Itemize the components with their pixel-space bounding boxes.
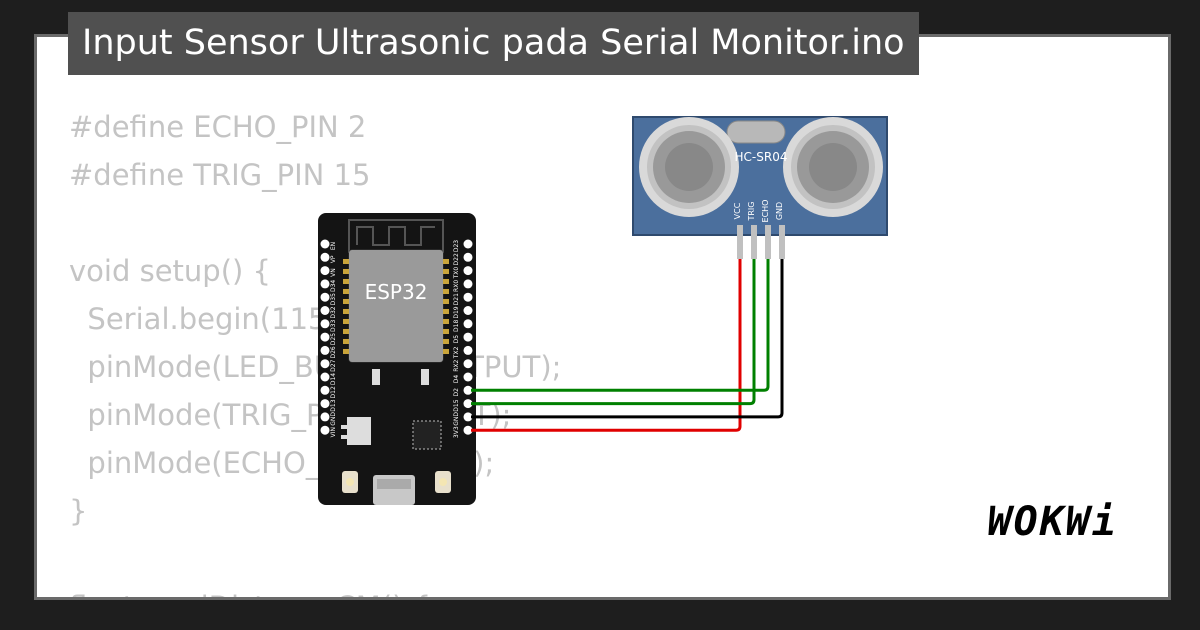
sensor-pin-label: VCC — [733, 202, 742, 219]
pin-3v3[interactable] — [463, 425, 473, 435]
wire-echo — [471, 259, 770, 392]
pin-label: D13 — [330, 399, 337, 411]
wire-trig — [471, 259, 756, 406]
circuit-diagram: ESP32 ENVPVND34D35D32D33D25D26D27D14D12D… — [318, 116, 888, 505]
pin-d35[interactable] — [320, 292, 330, 302]
pin-tx2[interactable] — [463, 345, 473, 355]
code-line: #define ECHO_PIN 2 — [69, 110, 367, 144]
pin-label: D14 — [330, 373, 337, 385]
pin-label: D32 — [330, 306, 337, 318]
pin-label: VP — [330, 255, 337, 263]
wire-gnd — [471, 259, 784, 419]
hc-sr04-sensor[interactable]: HC-SR04 VCC TRIG ECHO GND — [632, 116, 888, 259]
left-transducer — [639, 117, 739, 217]
wokwi-logo: WOKWi — [987, 499, 1118, 545]
pin-label: D12 — [330, 386, 337, 398]
sensor-label: HC-SR04 — [735, 150, 788, 164]
pin-d4[interactable] — [463, 372, 473, 382]
sensor-pin-label: GND — [775, 202, 784, 220]
pin-d26[interactable] — [320, 345, 330, 355]
chip-label: ESP32 — [365, 280, 428, 304]
pin-label: RX0 — [453, 280, 460, 292]
wire-vcc — [471, 259, 742, 432]
pin-label: D25 — [330, 333, 337, 345]
pin-gnd[interactable] — [463, 412, 473, 422]
pin-label: D23 — [453, 240, 460, 252]
pin-label: D19 — [453, 306, 460, 318]
pin-label: D27 — [330, 359, 337, 371]
pin-label: D33 — [330, 319, 337, 331]
pin-label: VN — [330, 268, 337, 277]
pin-d15[interactable] — [463, 399, 473, 409]
canvas: #define ECHO_PIN 2 #define TRIG_PIN 15 voi… — [34, 34, 1171, 600]
sensor-pin-label: TRIG — [747, 201, 756, 221]
sensor-pin-label: ECHO — [761, 200, 770, 223]
pin-d22[interactable] — [463, 252, 473, 262]
right-pin-header: D23D22TX0RX0D21D19D18D5TX2RX2D4D2D15GND3… — [453, 239, 473, 438]
code-line: } — [69, 494, 88, 528]
pin-label: D22 — [453, 253, 460, 265]
pin-label: RX2 — [453, 359, 460, 371]
code-line: void setup() { — [69, 254, 271, 288]
pin-label: D34 — [330, 280, 337, 292]
pin-label: 3V3 — [453, 426, 460, 438]
pin-d32[interactable] — [320, 306, 330, 315]
pin-label: D2 — [453, 388, 460, 397]
pin-label: D21 — [453, 293, 460, 305]
pin-label: EN — [330, 242, 337, 250]
pin-label: D26 — [330, 346, 337, 358]
pin-label: D5 — [453, 335, 460, 344]
pin-d33[interactable] — [320, 319, 330, 329]
right-transducer — [783, 117, 883, 217]
pin-d14[interactable] — [320, 372, 330, 382]
pin-label: VIN — [330, 427, 337, 437]
pin-label: GND — [330, 412, 337, 426]
pin-label: TX0 — [453, 267, 460, 280]
pin-tx0[interactable] — [463, 266, 473, 276]
pin-d2[interactable] — [463, 385, 473, 395]
pin-vp[interactable] — [320, 252, 330, 262]
pin-label: D35 — [330, 293, 337, 305]
pin-rx0[interactable] — [463, 279, 473, 289]
code-line: float readDistanceCM() { — [69, 583, 561, 597]
code-line: #define TRIG_PIN 15 — [69, 158, 371, 192]
pin-label: GND — [453, 412, 460, 426]
pin-label: D4 — [453, 375, 460, 384]
pin-en[interactable] — [320, 239, 330, 249]
pin-gnd[interactable] — [320, 412, 330, 422]
pin-d27[interactable] — [320, 359, 330, 369]
pin-rx2[interactable] — [463, 359, 473, 369]
pin-d21[interactable] — [463, 292, 473, 302]
page-title: Input Sensor Ultrasonic pada Serial Moni… — [68, 12, 919, 75]
pin-label: D15 — [453, 399, 460, 411]
pin-d18[interactable] — [463, 319, 473, 329]
pin-d5[interactable] — [463, 332, 473, 342]
esp32-board[interactable]: ESP32 ENVPVND34D35D32D33D25D26D27D14D12D… — [318, 213, 476, 505]
pin-d19[interactable] — [463, 306, 473, 315]
pin-d13[interactable] — [320, 399, 330, 409]
left-pin-header: EN VP VN D34D35D32D33D25D26D27D14D12D13GNDV… — [320, 239, 337, 437]
wires — [471, 259, 784, 432]
pin-d23[interactable] — [463, 239, 473, 249]
pin-vin[interactable] — [320, 425, 330, 435]
pin-label: D18 — [453, 319, 460, 331]
pin-vn[interactable] — [320, 266, 330, 276]
pin-d25[interactable] — [320, 332, 330, 342]
pin-label: TX2 — [453, 346, 460, 359]
pin-d12[interactable] — [320, 385, 330, 395]
pin-d34[interactable] — [320, 279, 330, 289]
